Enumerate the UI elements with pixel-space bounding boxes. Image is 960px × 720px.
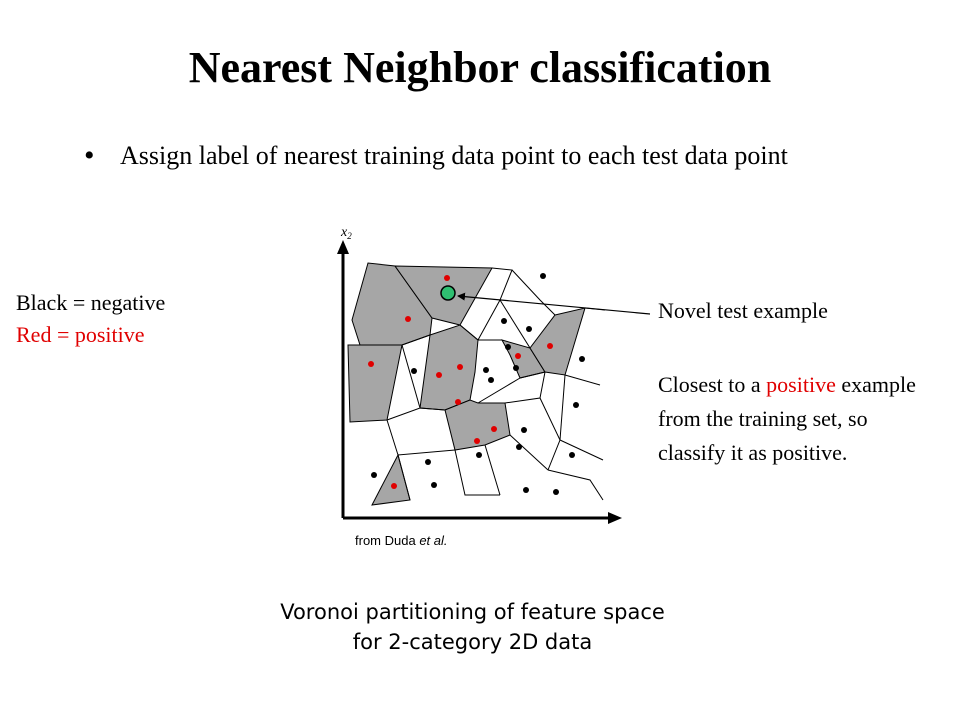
caption-line-2: for 2-category 2D data (352, 630, 593, 654)
negative-point (521, 427, 527, 433)
voronoi-cell (347, 344, 403, 423)
slide-title: Nearest Neighbor classification (188, 43, 772, 92)
negative-points (371, 273, 585, 495)
negative-point (579, 356, 585, 362)
novel-test-label: Novel test example (658, 298, 828, 323)
negative-point (501, 318, 507, 324)
negative-point (411, 368, 417, 374)
credit-italic: et al. (419, 533, 448, 548)
negative-point (483, 367, 489, 373)
positive-point (455, 399, 461, 405)
negative-point (516, 444, 522, 450)
voronoi-cell (529, 307, 586, 376)
closest-explanation: Closest to a positive example from the t… (658, 368, 918, 470)
negative-point (513, 365, 519, 371)
positive-point (444, 275, 450, 281)
novel-test-point (440, 285, 456, 301)
cell-boundaries (386, 267, 606, 501)
positive-points (368, 275, 553, 489)
negative-point (526, 326, 532, 332)
axes (337, 240, 622, 524)
credit-prefix: from Duda (355, 533, 420, 548)
figure-caption: Voronoi partitioning of feature space fo… (0, 597, 945, 657)
negative-point (569, 452, 575, 458)
legend-positive: Red = positive (16, 322, 145, 347)
negative-point (431, 482, 437, 488)
positive-point (547, 343, 553, 349)
positive-point (491, 426, 497, 432)
novel-pointer-arrow (457, 292, 651, 315)
positive-point (405, 316, 411, 322)
legend-negative: Black = negative (16, 290, 166, 315)
positive-point (515, 353, 521, 359)
axis-label-x2: x2 (340, 225, 352, 241)
negative-point (425, 459, 431, 465)
voronoi-cell (444, 399, 511, 451)
positive-point (391, 483, 397, 489)
negative-point (540, 273, 546, 279)
voronoi-cell (419, 324, 479, 411)
figure-credit: from Duda et al. (355, 533, 448, 548)
closest-text-positive: positive (766, 372, 836, 397)
positive-point (436, 372, 442, 378)
x-axis-arrow (608, 512, 622, 524)
negative-point (371, 472, 377, 478)
positive-point (368, 361, 374, 367)
closest-text-after: example from the training set, so classi… (658, 372, 916, 465)
negative-point (553, 489, 559, 495)
negative-point (523, 487, 529, 493)
bullet-text: Assign label of nearest training data po… (120, 141, 788, 170)
legend: Black = negative Red = positive (16, 287, 165, 351)
negative-point (488, 377, 494, 383)
positive-point (474, 438, 480, 444)
positive-point (457, 364, 463, 370)
positive-cells (347, 262, 586, 506)
negative-point (505, 344, 511, 350)
caption-line-1: Voronoi partitioning of feature space (280, 600, 665, 624)
negative-point (476, 452, 482, 458)
bullet-marker: • (84, 139, 95, 172)
negative-point (573, 402, 579, 408)
y-axis-arrow (337, 240, 349, 254)
closest-text-before: Closest to a (658, 372, 761, 397)
